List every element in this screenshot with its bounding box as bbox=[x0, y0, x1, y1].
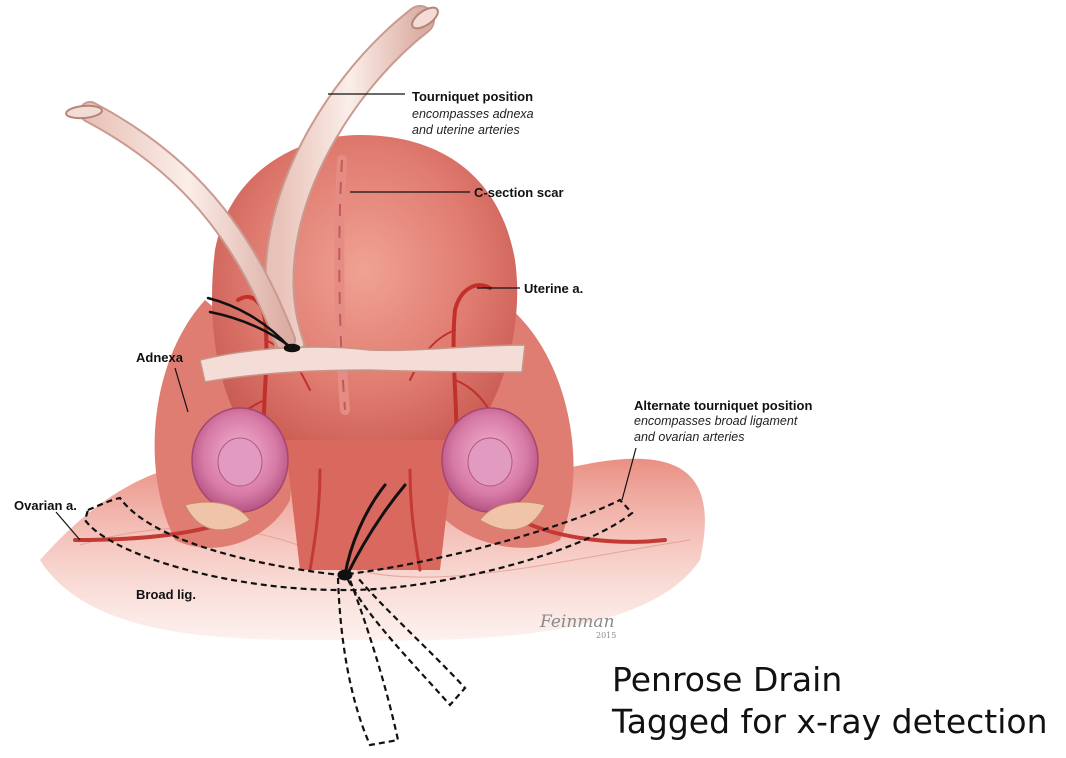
label-uterine-artery: Uterine a. bbox=[524, 281, 583, 296]
label-broad-ligament: Broad lig. bbox=[136, 587, 196, 602]
artist-signature-year: 2015 bbox=[596, 631, 616, 640]
ovary-right bbox=[442, 408, 538, 512]
caption-line-2: Tagged for x-ray detection bbox=[612, 702, 1048, 742]
label-alternate-desc-2: and ovarian arteries bbox=[634, 430, 744, 445]
label-ovarian-artery: Ovarian a. bbox=[14, 498, 77, 513]
label-adnexa: Adnexa bbox=[136, 350, 183, 365]
artist-signature: Feinman bbox=[540, 612, 615, 632]
label-c-section-scar: C-section scar bbox=[474, 185, 564, 200]
caption-line-1: Penrose Drain bbox=[612, 660, 842, 700]
label-alternate-desc-1: encompasses broad ligament bbox=[634, 414, 797, 429]
label-alternate-tourniquet: Alternate tourniquet position bbox=[634, 398, 812, 413]
ovary-left bbox=[192, 408, 288, 512]
label-tourniquet-position: Tourniquet position bbox=[412, 89, 533, 104]
label-tourniquet-desc-2: and uterine arteries bbox=[412, 123, 520, 138]
label-tourniquet-desc-1: encompasses adnexa bbox=[412, 107, 534, 122]
